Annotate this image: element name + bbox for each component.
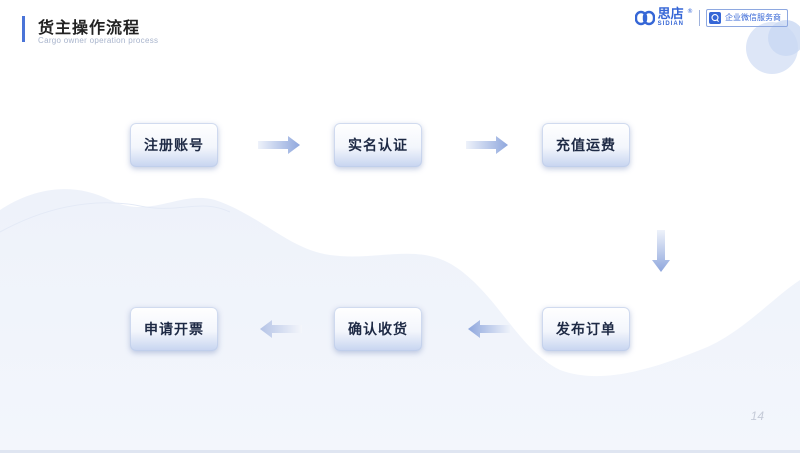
bottom-divider	[0, 450, 800, 453]
step-register-account: 注册账号	[130, 123, 218, 167]
step-real-name-verification: 实名认证	[334, 123, 422, 167]
page-number: 14	[750, 409, 764, 423]
wechat-service-badge: 企业微信服务商	[706, 8, 788, 27]
brand-divider	[699, 9, 700, 26]
arrow-left-icon	[260, 320, 302, 338]
registered-mark: ®	[687, 8, 693, 15]
step-apply-invoice: 申请开票	[130, 307, 218, 351]
page-title: 货主操作流程	[38, 18, 141, 37]
arrow-right-icon	[466, 136, 508, 154]
arrow-down-icon	[652, 230, 670, 272]
step-recharge-freight: 充值运费	[542, 123, 630, 167]
arrow-left-icon	[468, 320, 510, 338]
badge-text: 企业微信服务商	[725, 13, 781, 22]
brand-name-cn: 思店	[657, 7, 684, 22]
decorative-circles	[746, 20, 800, 74]
step-confirm-receipt: 确认收货	[334, 307, 422, 351]
sidian-logo-icon	[634, 10, 655, 25]
brand-logo: 思店 SIDIAN ®	[634, 7, 693, 27]
arrow-right-icon	[258, 136, 300, 154]
page-subtitle: Cargo owner operation process	[38, 36, 159, 45]
brand: 思店 SIDIAN ® 企业微信服务商	[634, 7, 788, 27]
wecom-icon	[709, 11, 721, 24]
brand-name-en: SIDIAN	[657, 21, 684, 27]
step-publish-order: 发布订单	[542, 307, 630, 351]
title-accent-bar	[22, 16, 25, 42]
